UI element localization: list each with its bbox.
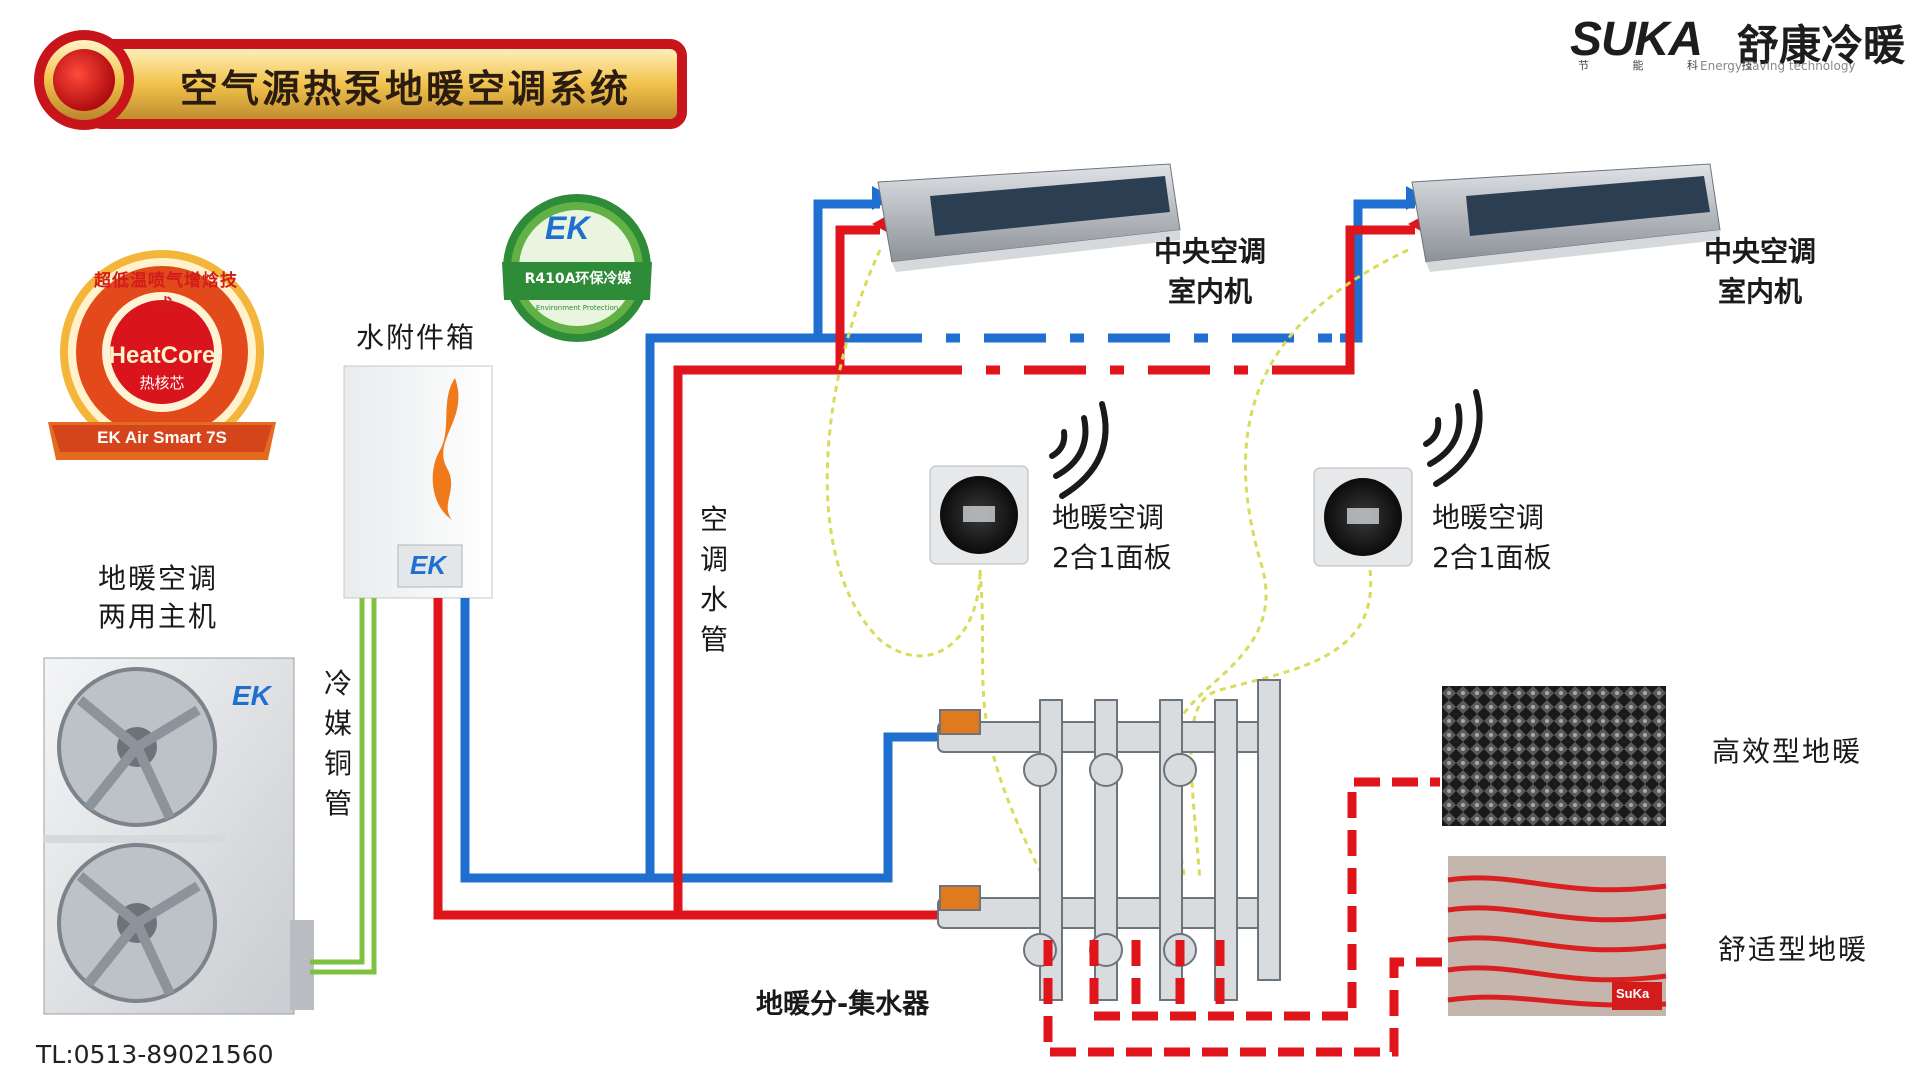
return-water-pipes — [433, 225, 1415, 920]
refrigerant-pipes — [310, 598, 377, 975]
refrigerant-char-2: 媒 — [324, 707, 353, 740]
high-efficiency-floor-image — [1442, 686, 1666, 826]
brand-logo: SUKA — [1570, 13, 1703, 66]
panel-1-line-2: 2合1面板 — [1052, 541, 1172, 574]
page-title: 空气源热泵地暖空调系统 — [180, 67, 632, 111]
title-banner — [34, 30, 687, 130]
ac-water-pipe-char-2: 调 — [700, 543, 729, 576]
telephone-number: TL:0513-89021560 — [36, 1040, 274, 1069]
manifold-illustration — [937, 679, 1281, 1001]
heatcore-main: HeatCore — [108, 342, 216, 369]
eco-badge-text: R410A环保冷媒 — [524, 271, 632, 287]
water-box-label: 水附件箱 — [356, 321, 477, 354]
heatcore-sub: 热核芯 — [139, 374, 185, 392]
heatcore-badge — [48, 250, 276, 460]
heatcore-arc-text: 超低温喷气增焓技术 — [94, 271, 238, 316]
indoor-unit-1-line-2: 室内机 — [1167, 275, 1252, 308]
indoor-unit-illustration-2 — [1411, 163, 1721, 272]
panel-1-line-1: 地暖空调 — [1052, 501, 1165, 534]
eco-badge — [502, 194, 652, 342]
ac-water-pipe-char-3: 水 — [700, 583, 729, 616]
thermostat-panel-2 — [1313, 467, 1413, 567]
refrigerant-char-4: 管 — [324, 787, 353, 820]
host-label-line-2: 两用主机 — [98, 600, 219, 633]
panel-label-1: 地暖空调 2合1面板 — [1052, 498, 1172, 578]
wifi-icon-1 — [1049, 401, 1109, 499]
indoor-unit-illustration-1 — [877, 163, 1181, 272]
brand-tagline-en: Energy saving technology — [1700, 59, 1856, 73]
water-box-illustration — [343, 365, 493, 599]
panel-2-line-2: 2合1面板 — [1432, 541, 1552, 574]
manifold-label: 地暖分-集水器 — [756, 989, 930, 1020]
brand-tagline-cn: 节 能 科 技 — [1578, 59, 1773, 72]
comfort-floor-suka-mark: SuKa — [1616, 986, 1650, 1001]
eco-badge-small: Environment Protection — [535, 304, 619, 312]
indoor-unit-label-2: 中央空调 室内机 — [1690, 232, 1830, 312]
ac-water-pipe-char-4: 管 — [700, 623, 729, 656]
wifi-icon-2 — [1423, 389, 1483, 487]
panel-label-2: 地暖空调 2合1面板 — [1432, 498, 1552, 578]
floor-loop-pipes — [1043, 777, 1450, 1057]
brand-logo-cn: 舒康冷暖 — [1737, 21, 1906, 70]
comfort-floor-image — [1447, 856, 1667, 1016]
indoor-unit-label-1: 中央空调 室内机 — [1140, 232, 1280, 312]
panel-2-line-1: 地暖空调 — [1432, 501, 1545, 534]
red-ball-icon — [53, 49, 115, 111]
thermostat-panel-1 — [929, 465, 1029, 565]
eco-badge-brand: EK — [545, 210, 590, 246]
signal-lines — [825, 248, 1409, 891]
refrigerant-char-1: 冷 — [324, 667, 353, 700]
outdoor-unit-illustration — [43, 657, 314, 1015]
host-ek-mark: EK — [232, 680, 271, 711]
refrigerant-char-3: 铜 — [324, 747, 353, 780]
water-box-ek-mark: EK — [410, 550, 447, 580]
floor-high-label: 高效型地暖 — [1712, 735, 1863, 768]
heatcore-ribbon: EK Air Smart 7S — [97, 428, 227, 447]
host-label: 地暖空调 两用主机 — [98, 560, 218, 636]
ac-water-pipe-char-1: 空 — [700, 503, 729, 536]
indoor-unit-2-line-2: 室内机 — [1717, 275, 1802, 308]
indoor-unit-2-line-1: 中央空调 — [1703, 235, 1816, 268]
indoor-unit-1-line-1: 中央空调 — [1153, 235, 1266, 268]
host-label-line-1: 地暖空调 — [98, 562, 219, 595]
refrigerant-pipe-label: 冷 媒 铜 管 — [324, 664, 354, 824]
ac-water-pipe-label: 空 调 水 管 — [700, 500, 730, 660]
floor-comfort-label: 舒适型地暖 — [1718, 933, 1869, 966]
